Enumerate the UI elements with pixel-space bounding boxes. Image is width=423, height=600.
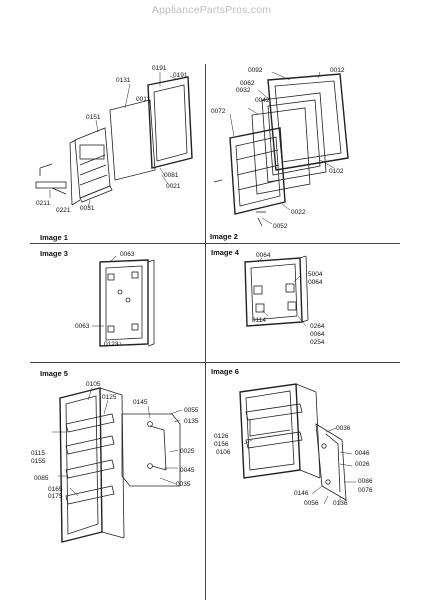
part-label: 0072 [211, 108, 226, 115]
part-label: 0191 [173, 72, 188, 79]
image4-drawing [244, 255, 309, 327]
part-label: 0021 [166, 183, 181, 190]
part-label: 0136 [333, 500, 348, 507]
image2-drawing [213, 71, 349, 227]
part-label: 0125 [102, 394, 117, 401]
part-label: 0114 [252, 317, 266, 324]
horizontal-divider-1 [30, 243, 400, 244]
part-label: 0155 [31, 458, 46, 465]
part-label: 0145 [133, 399, 148, 406]
image2-title: Image 2 [210, 232, 238, 241]
part-label: 0064 [256, 252, 271, 259]
image1-title: Image 1 [40, 233, 68, 242]
part-label: 0131 [116, 77, 131, 84]
part-label: 0086 [358, 478, 373, 485]
part-label: 0012 [330, 67, 345, 74]
image4-title: Image 4 [211, 248, 239, 257]
part-label: 0032 [236, 87, 251, 94]
part-label: 0036 [336, 425, 351, 432]
part-label: 0165 [48, 486, 63, 493]
part-label: 0025 [180, 448, 195, 455]
part-label: 0105 [86, 381, 101, 388]
part-label: 0031 [80, 205, 95, 212]
part-label: 0175 [48, 493, 63, 500]
part-label: 5004 [308, 271, 323, 278]
part-label: 0076 [358, 487, 373, 494]
part-label: 0102 [329, 168, 344, 175]
part-label: 0046 [355, 450, 370, 457]
part-label: 0264 [310, 323, 325, 330]
part-label: 0063 [120, 251, 135, 258]
part-label: 0011 [136, 96, 150, 103]
part-label: 0123 [104, 341, 119, 348]
watermark: AppliancePartsPros.com [151, 4, 272, 16]
part-label: 0092 [248, 67, 263, 74]
part-label: 0052 [273, 223, 288, 230]
part-label: 0064 [308, 279, 323, 286]
part-label: 0026 [355, 461, 370, 468]
image5-title: Image 5 [40, 369, 68, 378]
part-label: 0035 [176, 481, 191, 488]
part-label: 0135 [184, 418, 199, 425]
image6-title: Image 6 [211, 367, 239, 376]
image5-drawing [52, 387, 183, 543]
part-label: 0146 [294, 490, 309, 497]
image1-drawing [35, 72, 193, 209]
part-label: 0062 [240, 80, 255, 87]
horizontal-divider-2 [30, 362, 400, 363]
part-label: 0211 [36, 200, 50, 207]
part-label: 0045 [180, 467, 195, 474]
part-label: 0221 [56, 207, 71, 214]
part-label: 0156 [214, 441, 229, 448]
part-label: 0042 [255, 97, 270, 104]
image6-drawing [239, 383, 356, 505]
vertical-divider [205, 64, 206, 600]
part-label: 0191 [152, 65, 167, 72]
part-label: 0056 [304, 500, 319, 507]
part-label: 0022 [291, 209, 306, 216]
part-label: 0126 [214, 433, 229, 440]
image3-drawing [92, 255, 155, 347]
part-label: 0055 [184, 407, 199, 414]
part-label: 0081 [164, 172, 179, 179]
part-label: 0254 [310, 339, 325, 346]
image3-title: Image 3 [40, 249, 68, 258]
part-label: 0106 [216, 449, 231, 456]
part-label: 0151 [86, 114, 101, 121]
part-label: 0064 [310, 331, 325, 338]
part-label: 0085 [34, 475, 49, 482]
part-label: 0063 [75, 323, 90, 330]
part-label: 0115 [31, 450, 45, 457]
